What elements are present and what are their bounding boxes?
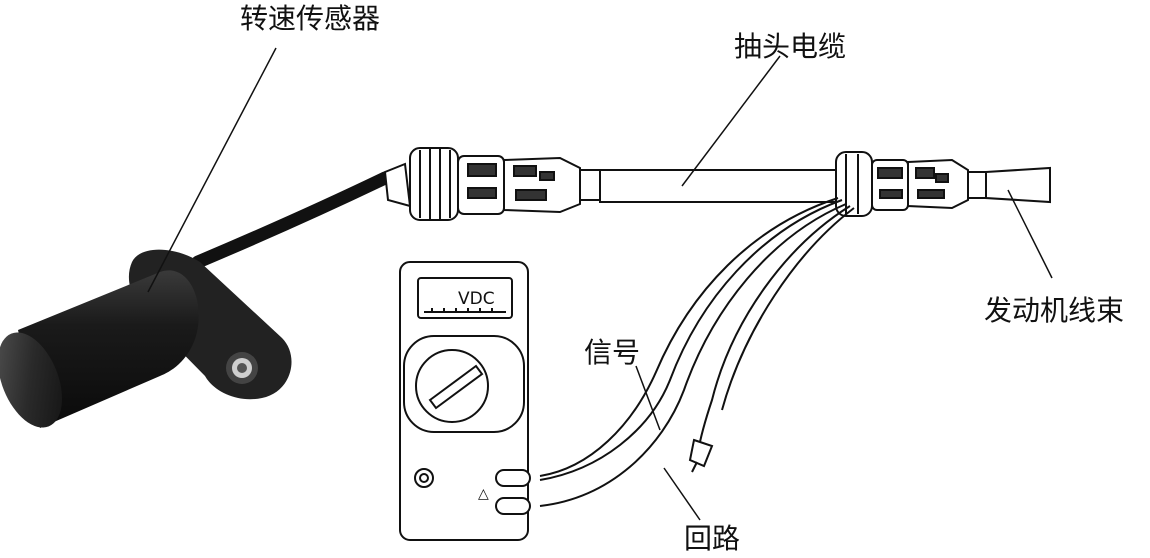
label-tap-cable: 抽头电缆 bbox=[734, 30, 846, 63]
sensor-cable bbox=[191, 171, 392, 269]
leader-return bbox=[663, 467, 701, 521]
tap-cable-assembly bbox=[383, 147, 1051, 221]
leader-engine-harness bbox=[1007, 189, 1053, 279]
sensor-body bbox=[18, 270, 199, 428]
tap-cable-segment bbox=[599, 169, 841, 203]
multimeter-unit: VDC bbox=[458, 289, 495, 309]
label-engine-harness: 发动机线束 bbox=[984, 294, 1124, 327]
leader-lines bbox=[147, 47, 1053, 521]
test-probe-pin bbox=[688, 438, 714, 468]
breakout-leads bbox=[539, 197, 855, 507]
return-probe-plug bbox=[495, 497, 531, 515]
label-return: 回路 bbox=[684, 522, 740, 555]
speed-sensor-figure bbox=[0, 171, 392, 428]
engine-harness-cable bbox=[985, 166, 1051, 204]
leader-tap-cable bbox=[681, 55, 781, 187]
leader-signal bbox=[635, 365, 661, 431]
label-signal: 信号 bbox=[584, 336, 640, 369]
ground-symbol: △ bbox=[478, 486, 489, 502]
multimeter bbox=[399, 261, 531, 541]
label-speed-sensor: 转速传感器 bbox=[240, 2, 380, 35]
sensor-end-cap bbox=[0, 332, 63, 428]
signal-probe-plug bbox=[495, 469, 531, 487]
multimeter-display bbox=[417, 277, 513, 319]
leader-speed-sensor bbox=[147, 47, 277, 293]
